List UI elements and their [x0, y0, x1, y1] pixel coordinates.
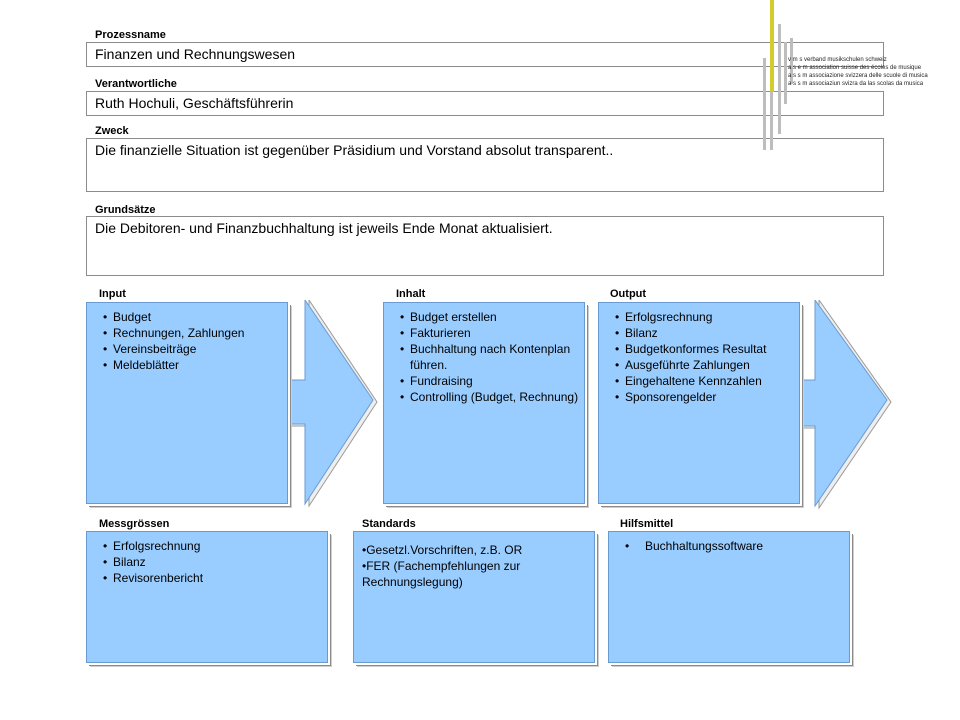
- hilfsmittel-label: Hilfsmittel: [620, 518, 674, 530]
- grundsaetze-field[interactable]: Die Debitoren- und Finanzbuchhaltung ist…: [86, 216, 884, 276]
- logo-bars-icon: [763, 0, 793, 150]
- output-list: Erfolgsrechnung Bilanz Budgetkonformes R…: [599, 303, 799, 405]
- zweck-label: Zweck: [95, 125, 129, 137]
- list-item: Meldeblätter: [103, 357, 283, 373]
- output-box: Erfolgsrechnung Bilanz Budgetkonformes R…: [598, 302, 800, 504]
- input-list: Budget Rechnungen, Zahlungen Vereinsbeit…: [87, 303, 287, 373]
- logo-line-3: a s s m associazione svizzera delle scuo…: [788, 73, 928, 79]
- prozessname-label: Prozessname: [95, 29, 166, 41]
- output-label: Output: [610, 288, 647, 300]
- list-item: Vereinsbeiträge: [103, 341, 283, 357]
- messgroessen-box: Erfolgsrechnung Bilanz Revisorenbericht: [86, 531, 328, 663]
- list-item: Sponsorengelder: [615, 389, 795, 405]
- list-item: Fundraising: [400, 373, 580, 389]
- messgroessen-list: Erfolgsrechnung Bilanz Revisorenbericht: [87, 532, 327, 586]
- logo-line-2: a s e m association suisse des écoles de…: [788, 65, 922, 71]
- messgroessen-label: Messgrössen: [99, 518, 170, 530]
- logo-line-1: v m s verband musikschulen schweiz: [788, 57, 887, 63]
- list-item: Eingehaltene Kennzahlen: [615, 373, 795, 389]
- list-item: Buchhaltungssoftware: [625, 538, 845, 554]
- standards-line: •FER (Fachempfehlungen zur Rechnungslegu…: [362, 559, 521, 589]
- hilfsmittel-list: Buchhaltungssoftware: [609, 532, 849, 554]
- list-item: Buchhaltung nach Kontenplan führen.: [400, 341, 580, 373]
- list-item: Budgetkonformes Resultat: [615, 341, 795, 357]
- input-arrow-icon: [285, 300, 378, 508]
- logo-line-4: a s s m associaziun svizra da las scolas…: [788, 81, 924, 87]
- verantwortliche-label: Verantwortliche: [95, 78, 177, 90]
- input-box: Budget Rechnungen, Zahlungen Vereinsbeit…: [86, 302, 288, 504]
- vms-logo: v m s verband musikschulen schweiz a s e…: [756, 0, 956, 160]
- standards-label: Standards: [362, 518, 416, 530]
- inhalt-list: Budget erstellen Fakturieren Buchhaltung…: [384, 303, 584, 405]
- grundsaetze-label: Grundsätze: [95, 204, 156, 216]
- list-item: Revisorenbericht: [103, 570, 323, 586]
- list-item: Bilanz: [615, 325, 795, 341]
- standards-line: •Gesetzl.Vorschriften, z.B. OR: [362, 543, 523, 557]
- inhalt-box: Budget erstellen Fakturieren Buchhaltung…: [383, 302, 585, 504]
- list-item: Budget: [103, 309, 283, 325]
- list-item: Erfolgsrechnung: [615, 309, 795, 325]
- prozessname-field[interactable]: Finanzen und Rechnungswesen: [86, 42, 884, 67]
- list-item: Bilanz: [103, 554, 323, 570]
- output-arrow-icon: [795, 300, 892, 510]
- list-item: Rechnungen, Zahlungen: [103, 325, 283, 341]
- list-item: Budget erstellen: [400, 309, 580, 325]
- zweck-field[interactable]: Die finanzielle Situation ist gegenüber …: [86, 138, 884, 192]
- list-item: Fakturieren: [400, 325, 580, 341]
- inhalt-label: Inhalt: [396, 288, 426, 300]
- list-item: Controlling (Budget, Rechnung): [400, 389, 580, 405]
- verantwortliche-field[interactable]: Ruth Hochuli, Geschäftsführerin: [86, 91, 884, 116]
- hilfsmittel-box: Buchhaltungssoftware: [608, 531, 850, 663]
- list-item: Erfolgsrechnung: [103, 538, 323, 554]
- standards-box: •Gesetzl.Vorschriften, z.B. OR •FER (Fac…: [353, 531, 595, 663]
- input-label: Input: [99, 288, 126, 300]
- list-item: Ausgeführte Zahlungen: [615, 357, 795, 373]
